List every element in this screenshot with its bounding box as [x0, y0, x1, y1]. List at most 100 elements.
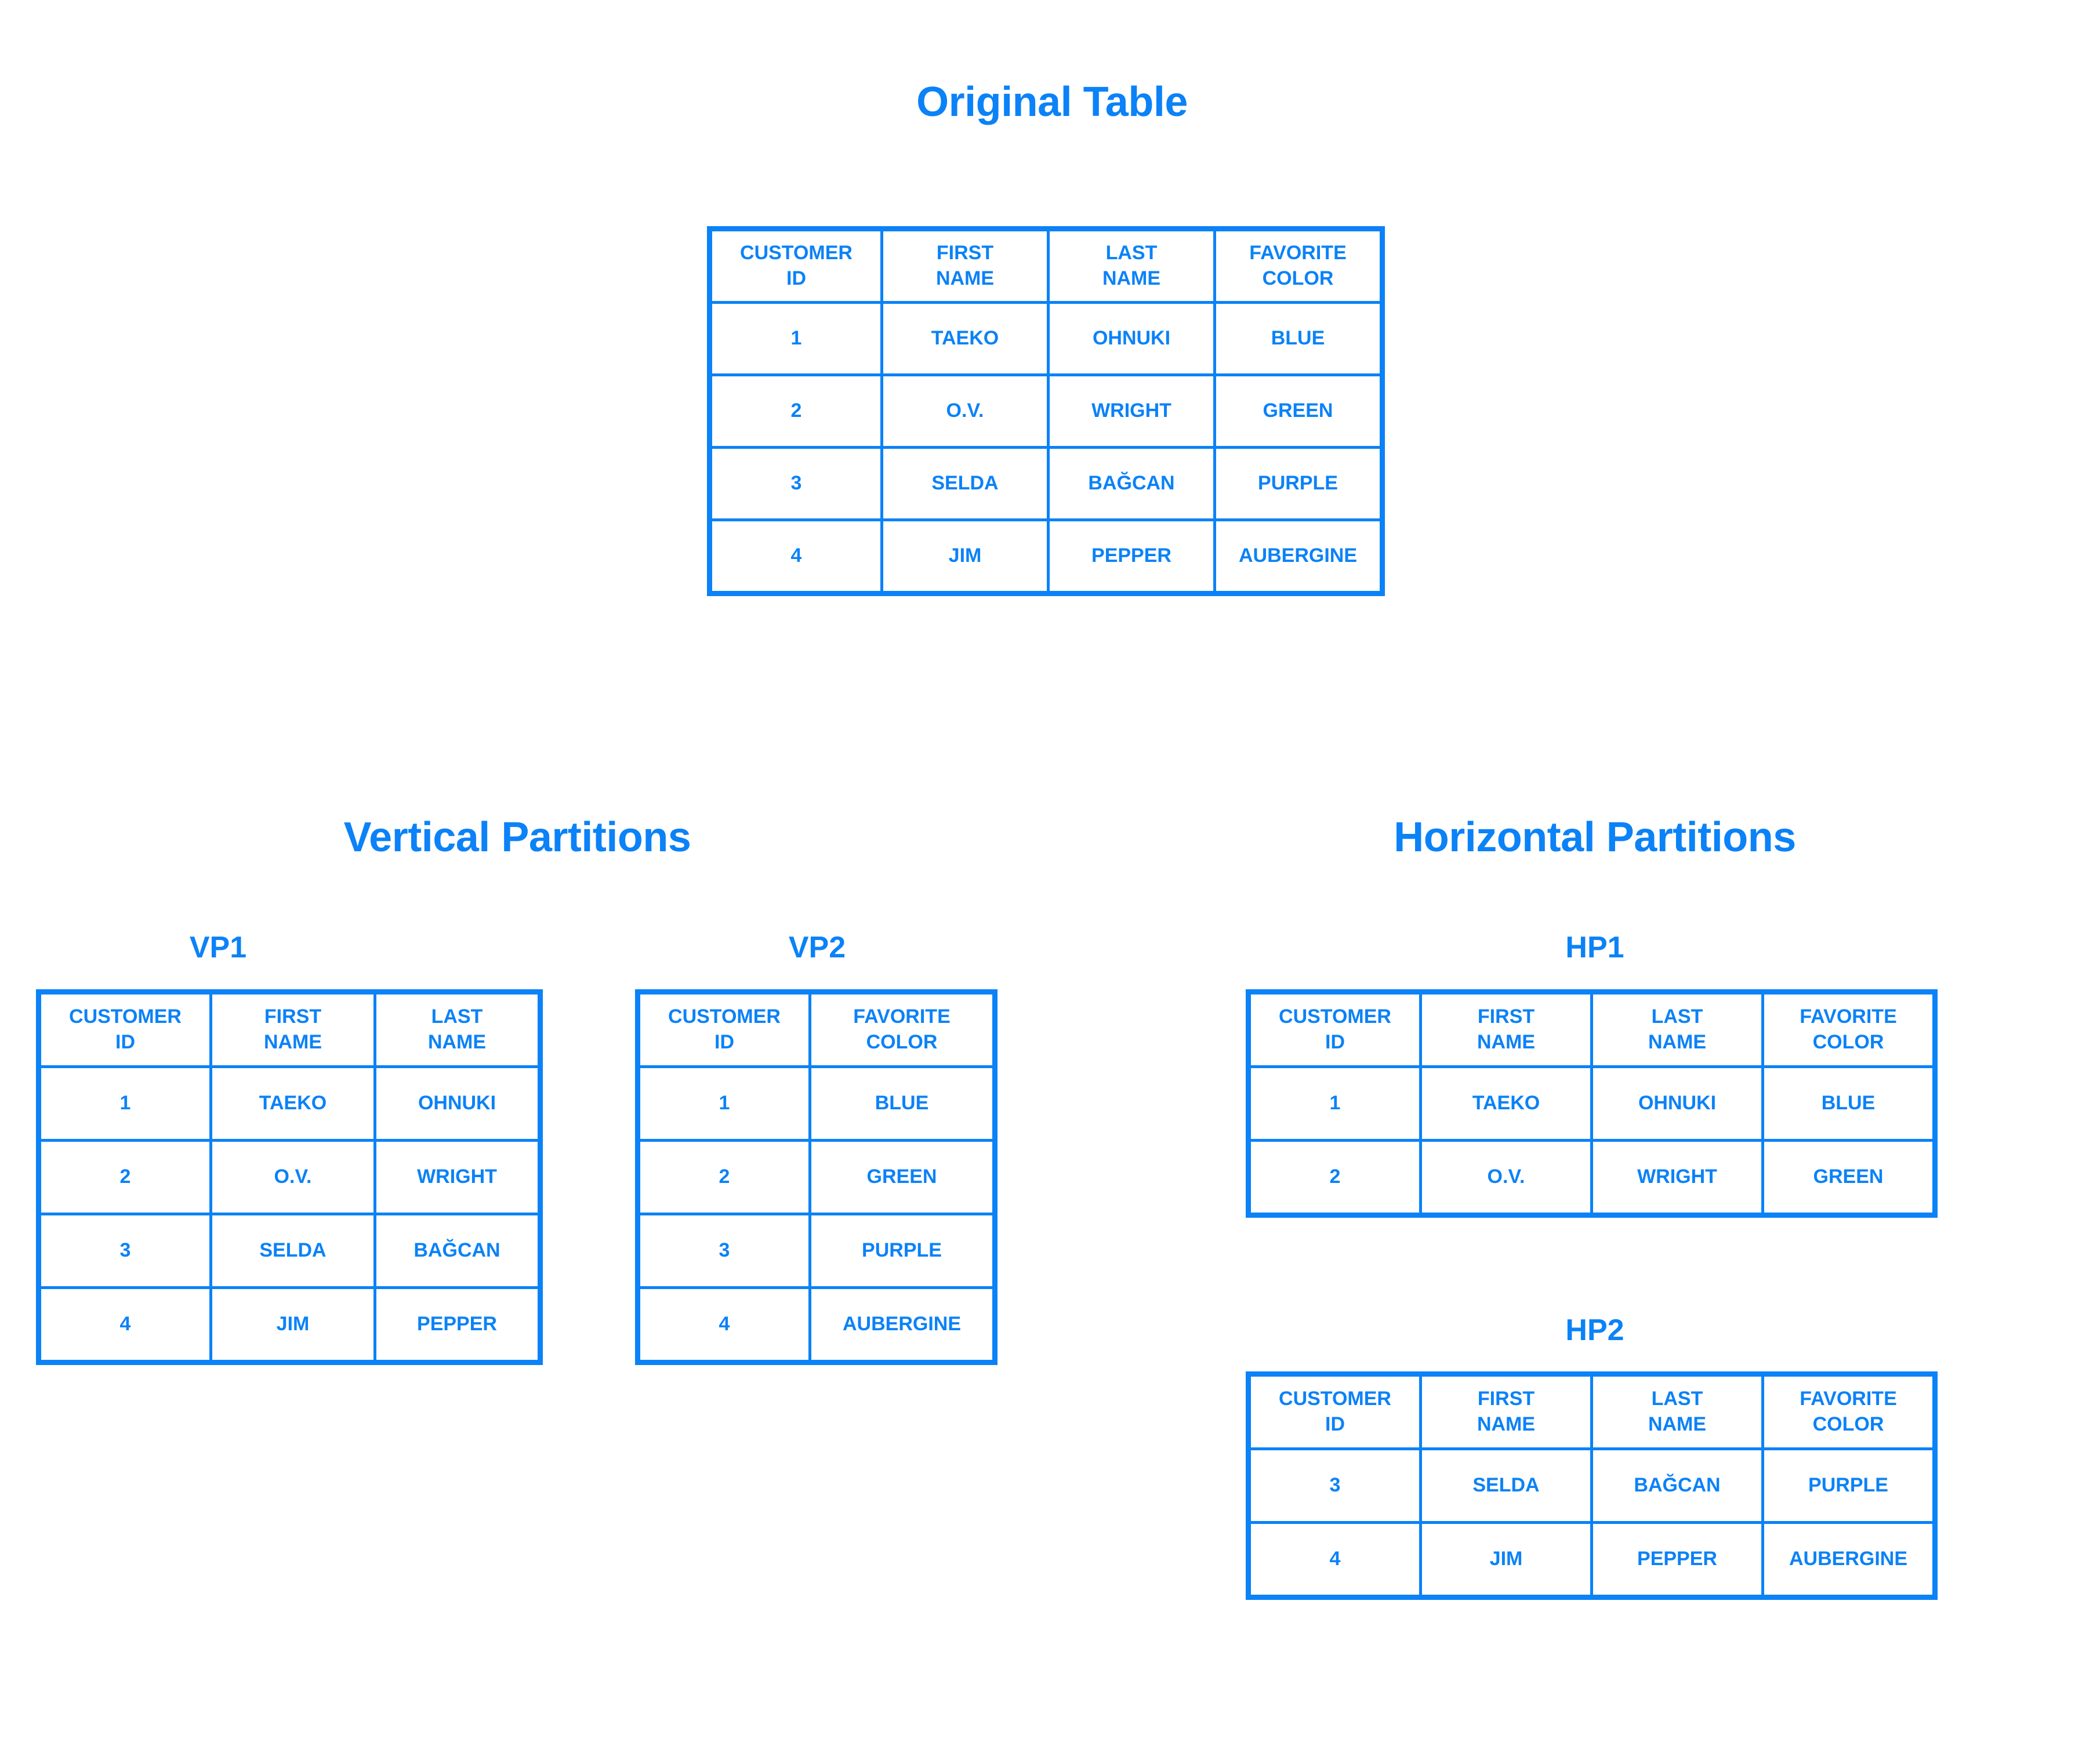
- cell-first-name: SELDA: [209, 1213, 376, 1289]
- column-header-last-name: LAST NAME: [1590, 1373, 1764, 1450]
- cell-last-name: BAĞCAN: [1590, 1447, 1764, 1524]
- column-header-favorite-color: FAVORITE COLOR: [1761, 990, 1936, 1068]
- table-row: 4 JIM PEPPER AUBERGINE: [708, 518, 1384, 595]
- cell-last-name: OHNUKI: [1590, 1065, 1764, 1142]
- table-row: 3 SELDA BAĞCAN PURPLE: [708, 446, 1384, 521]
- table-header-row: CUSTOMER ID FIRST NAME LAST NAME FAVORIT…: [1247, 990, 1936, 1068]
- table-row: 3 PURPLE: [636, 1213, 996, 1289]
- column-header-customer-id: CUSTOMER ID: [636, 990, 811, 1068]
- cell-last-name: OHNUKI: [373, 1065, 542, 1142]
- cell-last-name: BAĞCAN: [373, 1213, 542, 1289]
- cell-first-name: SELDA: [880, 446, 1050, 521]
- cell-customer-id: 4: [636, 1286, 811, 1364]
- horizontal-partitions-title: Horizontal Partitions: [1394, 814, 1796, 861]
- cell-customer-id: 1: [636, 1065, 811, 1142]
- cell-customer-id: 4: [1247, 1521, 1422, 1599]
- hp2-label: HP2: [1565, 1313, 1624, 1347]
- table-row: 1 TAEKO OHNUKI BLUE: [1247, 1065, 1936, 1142]
- cell-customer-id: 2: [708, 373, 883, 449]
- cell-customer-id: 4: [37, 1286, 212, 1364]
- table-header-row: CUSTOMER ID FAVORITE COLOR: [636, 990, 996, 1068]
- cell-first-name: JIM: [209, 1286, 376, 1364]
- vp2-label: VP2: [788, 931, 846, 964]
- original-table-title: Original Table: [916, 79, 1188, 125]
- cell-favorite-color: BLUE: [1213, 301, 1384, 376]
- cell-customer-id: 3: [708, 446, 883, 521]
- column-header-first-name: FIRST NAME: [1419, 1373, 1593, 1450]
- column-header-last-name: LAST NAME: [373, 990, 542, 1068]
- cell-favorite-color: AUBERGINE: [1213, 518, 1384, 595]
- column-header-customer-id: CUSTOMER ID: [37, 990, 212, 1068]
- column-header-first-name: FIRST NAME: [1419, 990, 1593, 1068]
- column-header-first-name: FIRST NAME: [880, 227, 1050, 304]
- cell-first-name: SELDA: [1419, 1447, 1593, 1524]
- column-header-favorite-color: FAVORITE COLOR: [808, 990, 996, 1068]
- table-row: 2 O.V. WRIGHT GREEN: [708, 373, 1384, 449]
- cell-first-name: JIM: [880, 518, 1050, 595]
- cell-favorite-color: BLUE: [1761, 1065, 1936, 1142]
- cell-first-name: TAEKO: [209, 1065, 376, 1142]
- table-row: 4 JIM PEPPER AUBERGINE: [1247, 1521, 1936, 1599]
- vp2-table: CUSTOMER ID FAVORITE COLOR 1 BLUE 2 GREE…: [635, 989, 997, 1365]
- cell-favorite-color: GREEN: [1761, 1139, 1936, 1217]
- hp2-table: CUSTOMER ID FIRST NAME LAST NAME FAVORIT…: [1246, 1371, 1938, 1600]
- column-header-customer-id: CUSTOMER ID: [708, 227, 883, 304]
- cell-customer-id: 2: [37, 1139, 212, 1215]
- cell-customer-id: 2: [1247, 1139, 1422, 1217]
- cell-favorite-color: BLUE: [808, 1065, 996, 1142]
- column-header-last-name: LAST NAME: [1047, 227, 1216, 304]
- cell-favorite-color: PURPLE: [808, 1213, 996, 1289]
- cell-first-name: JIM: [1419, 1521, 1593, 1599]
- vp1-label: VP1: [189, 931, 247, 964]
- cell-favorite-color: AUBERGINE: [1761, 1521, 1936, 1599]
- column-header-favorite-color: FAVORITE COLOR: [1761, 1373, 1936, 1450]
- table-row: 3 SELDA BAĞCAN: [37, 1213, 542, 1289]
- cell-last-name: PEPPER: [1590, 1521, 1764, 1599]
- vp1-table: CUSTOMER ID FIRST NAME LAST NAME 1 TAEKO…: [36, 989, 543, 1365]
- table-row: 1 TAEKO OHNUKI: [37, 1065, 542, 1142]
- table-row: 1 TAEKO OHNUKI BLUE: [708, 301, 1384, 376]
- cell-last-name: PEPPER: [1047, 518, 1216, 595]
- cell-customer-id: 1: [708, 301, 883, 376]
- cell-last-name: OHNUKI: [1047, 301, 1216, 376]
- hp1-table: CUSTOMER ID FIRST NAME LAST NAME FAVORIT…: [1246, 989, 1938, 1218]
- table-row: 2 O.V. WRIGHT: [37, 1139, 542, 1215]
- column-header-favorite-color: FAVORITE COLOR: [1213, 227, 1384, 304]
- cell-customer-id: 2: [636, 1139, 811, 1215]
- cell-first-name: O.V.: [1419, 1139, 1593, 1217]
- column-header-last-name: LAST NAME: [1590, 990, 1764, 1068]
- cell-first-name: TAEKO: [1419, 1065, 1593, 1142]
- table-header-row: CUSTOMER ID FIRST NAME LAST NAME FAVORIT…: [1247, 1373, 1936, 1450]
- cell-last-name: BAĞCAN: [1047, 446, 1216, 521]
- hp1-label: HP1: [1565, 931, 1624, 964]
- table-row: 4 JIM PEPPER: [37, 1286, 542, 1364]
- cell-favorite-color: PURPLE: [1213, 446, 1384, 521]
- cell-favorite-color: PURPLE: [1761, 1447, 1936, 1524]
- cell-favorite-color: GREEN: [808, 1139, 996, 1215]
- vertical-partitions-title: Vertical Partitions: [343, 814, 691, 861]
- cell-customer-id: 3: [37, 1213, 212, 1289]
- cell-first-name: O.V.: [880, 373, 1050, 449]
- cell-first-name: TAEKO: [880, 301, 1050, 376]
- table-row: 2 GREEN: [636, 1139, 996, 1215]
- cell-customer-id: 4: [708, 518, 883, 595]
- column-header-customer-id: CUSTOMER ID: [1247, 990, 1422, 1068]
- cell-last-name: WRIGHT: [1047, 373, 1216, 449]
- cell-customer-id: 1: [37, 1065, 212, 1142]
- cell-customer-id: 3: [636, 1213, 811, 1289]
- table-header-row: CUSTOMER ID FIRST NAME LAST NAME FAVORIT…: [708, 227, 1384, 304]
- table-row: 1 BLUE: [636, 1065, 996, 1142]
- cell-favorite-color: GREEN: [1213, 373, 1384, 449]
- cell-last-name: PEPPER: [373, 1286, 542, 1364]
- table-row: 4 AUBERGINE: [636, 1286, 996, 1364]
- table-row: 3 SELDA BAĞCAN PURPLE: [1247, 1447, 1936, 1524]
- cell-last-name: WRIGHT: [373, 1139, 542, 1215]
- cell-favorite-color: AUBERGINE: [808, 1286, 996, 1364]
- table-header-row: CUSTOMER ID FIRST NAME LAST NAME: [37, 990, 542, 1068]
- column-header-customer-id: CUSTOMER ID: [1247, 1373, 1422, 1450]
- column-header-first-name: FIRST NAME: [209, 990, 376, 1068]
- cell-customer-id: 1: [1247, 1065, 1422, 1142]
- cell-last-name: WRIGHT: [1590, 1139, 1764, 1217]
- original-table: CUSTOMER ID FIRST NAME LAST NAME FAVORIT…: [707, 226, 1385, 596]
